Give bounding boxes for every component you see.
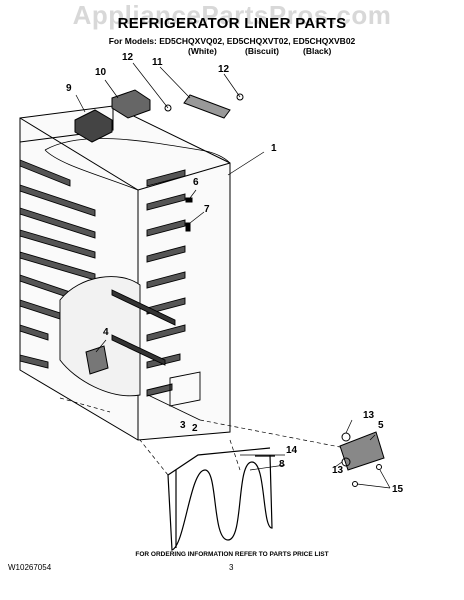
document-number: W10267054 xyxy=(8,563,52,572)
model-list: For Models: ED5CHQXVQ02, ED5CHQXVT02, ED… xyxy=(108,36,356,46)
callout-7: 7 xyxy=(204,204,210,215)
callout-8: 8 xyxy=(279,459,285,470)
callout-12b: 12 xyxy=(218,64,230,75)
callout-12a: 12 xyxy=(122,52,134,63)
page-number: 3 xyxy=(229,563,234,572)
callout-9: 9 xyxy=(66,83,72,94)
callout-11: 11 xyxy=(152,57,163,68)
ordering-note: FOR ORDERING INFORMATION REFER TO PARTS … xyxy=(135,551,329,558)
part-13-ring-a xyxy=(341,432,351,442)
page-title: REFRIGERATOR LINER PARTS xyxy=(117,15,347,32)
callout-10: 10 xyxy=(95,67,107,78)
callout-1: 1 xyxy=(271,143,277,154)
part-14-heater xyxy=(167,447,275,551)
part-15-screw-b xyxy=(376,464,382,470)
part-10-bracket xyxy=(111,89,151,119)
watermark: AppliancePartsPros.com xyxy=(72,0,392,30)
part-5-housing xyxy=(339,431,385,471)
part-12-screw-b xyxy=(236,93,244,101)
callout-2: 2 xyxy=(192,423,198,434)
callout-5: 5 xyxy=(378,420,384,431)
part-9-bracket xyxy=(74,109,113,143)
part-12-screw-a xyxy=(164,104,172,112)
part-4-vent xyxy=(85,345,109,375)
callout-6: 6 xyxy=(193,177,199,188)
part-7-screw xyxy=(185,222,191,232)
part-15-screw-a xyxy=(352,481,358,487)
color-white: (White) xyxy=(188,46,217,56)
callout-14: 14 xyxy=(286,445,298,456)
color-biscuit: (Biscuit) xyxy=(245,46,279,56)
callout-15: 15 xyxy=(392,484,404,495)
callout-13a: 13 xyxy=(363,410,375,421)
part-6-clip xyxy=(185,197,193,203)
leader-lines xyxy=(59,62,391,489)
callout-4: 4 xyxy=(103,327,109,338)
callout-3: 3 xyxy=(180,420,186,431)
callout-13b: 13 xyxy=(332,465,344,476)
liner-floor xyxy=(59,276,201,421)
shelf-rails xyxy=(19,159,96,369)
color-black: (Black) xyxy=(303,46,332,56)
part-11-trim xyxy=(183,94,231,119)
